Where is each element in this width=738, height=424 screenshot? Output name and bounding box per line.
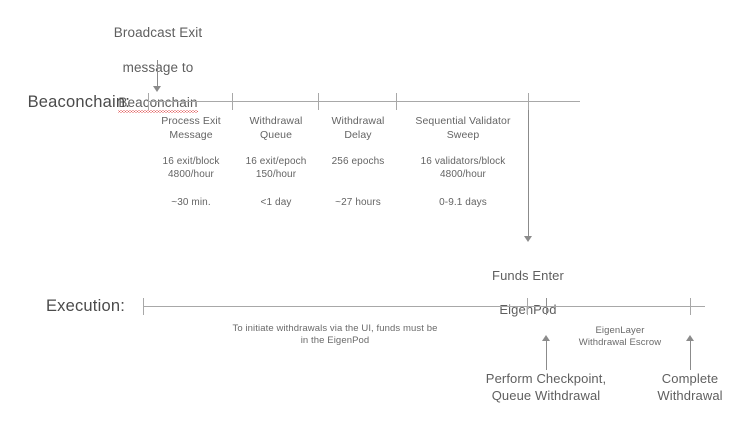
phase-2-rate: 256 epochs <box>331 156 385 167</box>
funds-enter-arrow-shaft <box>528 110 529 238</box>
phase-3-time: 0-9.1 days <box>439 197 487 208</box>
beaconchain-tick-1 <box>232 93 233 110</box>
broadcast-arrow-head-icon <box>153 86 161 92</box>
broadcast-arrow-shaft <box>157 60 158 88</box>
phase-3-title: Sequential Validator Sweep <box>415 115 511 141</box>
beaconchain-tick-2 <box>318 93 319 110</box>
execution-tick-checkpoint <box>546 298 547 315</box>
phase-0-time: ~30 min. <box>171 197 211 208</box>
phase-0-title: Process Exit Message <box>161 115 221 141</box>
funds-enter-arrow-head-icon <box>524 236 532 242</box>
broadcast-exit-heading: Broadcast Exit message to Beaconchain <box>72 6 244 129</box>
milestone-perform-checkpoint: Perform Checkpoint, Queue Withdrawal <box>485 371 607 403</box>
lane-label-beaconchain: Beaconchain: <box>27 93 130 111</box>
phase-2-time: ~27 hours <box>335 197 381 208</box>
broadcast-exit-line1: Broadcast Exit <box>113 24 203 40</box>
checkpoint-arrow-head-icon <box>542 335 550 341</box>
execution-tick-funds-enter <box>527 298 528 315</box>
complete-arrow-head-icon <box>686 335 694 341</box>
funds-enter-line1: Funds Enter <box>492 267 564 283</box>
beaconchain-tick-4 <box>528 93 529 110</box>
checkpoint-arrow-shaft <box>546 340 547 370</box>
phase-1-time: <1 day <box>260 197 292 208</box>
beaconchain-tick-0 <box>148 93 149 110</box>
execution-tick-start <box>143 298 144 315</box>
execution-axis-line <box>143 306 705 307</box>
broadcast-exit-line3: Beaconchain <box>118 94 198 113</box>
beaconchain-tick-3 <box>396 93 397 110</box>
execution-tick-complete <box>690 298 691 315</box>
lane-label-execution: Execution: <box>45 297 125 315</box>
phase-0-rate: 16 exit/block 4800/hour <box>162 156 220 180</box>
complete-arrow-shaft <box>690 340 691 370</box>
milestone-complete-withdrawal: Complete Withdrawal <box>657 371 723 403</box>
funds-enter-line2: EigenPod <box>499 301 557 317</box>
escrow-note: EigenLayer Withdrawal Escrow <box>578 325 662 349</box>
beaconchain-axis-line <box>148 101 580 102</box>
phase-1-title: Withdrawal Queue <box>249 115 303 141</box>
broadcast-exit-line2: message to <box>122 59 194 75</box>
phase-2-title: Withdrawal Delay <box>331 115 385 141</box>
execution-note: To initiate withdrawals via the UI, fund… <box>232 323 438 347</box>
phase-1-rate: 16 exit/epoch 150/hour <box>245 156 307 180</box>
phase-3-rate: 16 validators/block 4800/hour <box>420 156 506 180</box>
